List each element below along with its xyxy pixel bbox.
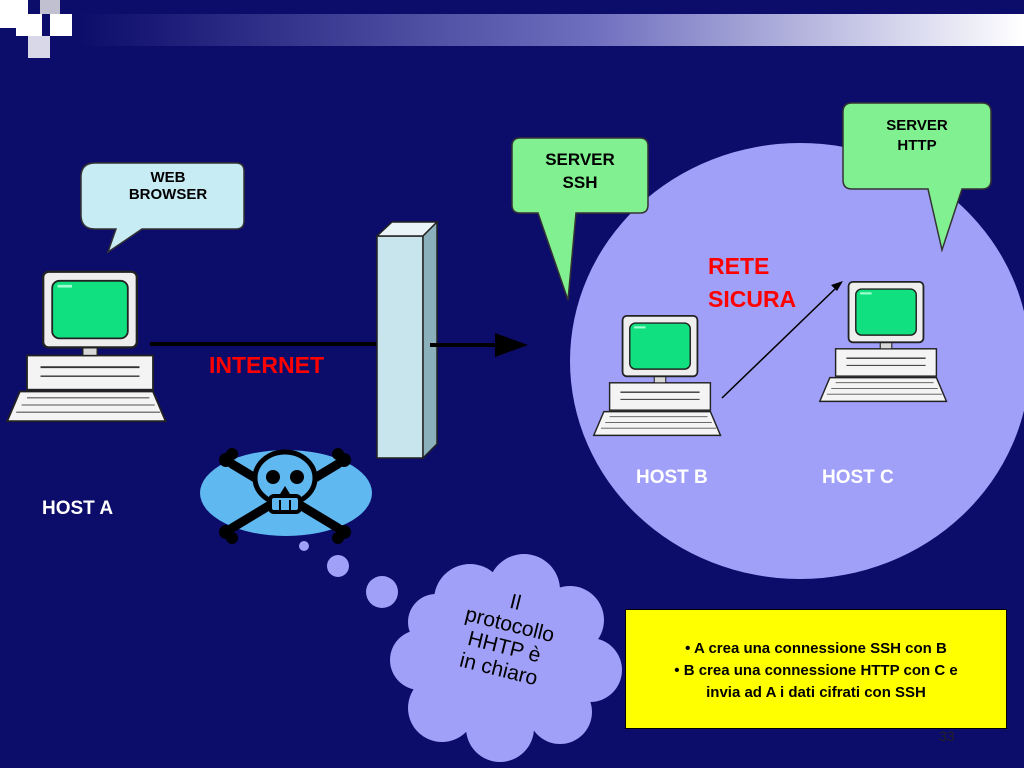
- info-box: • A crea una connessione SSH con B • B c…: [625, 609, 1007, 729]
- web-browser-text: WEB BROWSER: [98, 169, 238, 204]
- host-c-label: HOST C: [822, 467, 894, 488]
- thought-cloud: [390, 554, 622, 762]
- rete-sicura-line2: SICURA: [708, 286, 797, 312]
- server-http-line1: SERVER: [886, 117, 948, 134]
- header-band: [0, 0, 1024, 58]
- server-http-bubble: [842, 102, 992, 253]
- web-browser-line1: WEB: [150, 169, 186, 186]
- server-ssh-line2: SSH: [562, 173, 598, 192]
- host-a-label: HOST A: [42, 498, 114, 519]
- server-ssh-line1: SERVER: [545, 150, 615, 169]
- secure-network-area: [570, 143, 1024, 579]
- info-line2: • B crea una connessione HTTP con C e: [674, 662, 958, 679]
- web-browser-line2: BROWSER: [128, 186, 208, 204]
- arrow-icon: [430, 333, 528, 357]
- info-line3: invia ad A i dati cifrati con SSH: [706, 684, 926, 701]
- server-http-line2: HTTP: [897, 137, 937, 154]
- internet-label: INTERNET: [209, 352, 324, 378]
- firewall-icon: [375, 220, 439, 460]
- rete-sicura-line1: RETE: [708, 253, 770, 279]
- host-b-label: HOST B: [636, 467, 708, 488]
- skull-crossbones-icon: [200, 448, 372, 544]
- server-ssh-text: SERVER SSH: [512, 148, 648, 194]
- web-browser-bubble: [80, 162, 245, 254]
- thought-trail: [299, 541, 398, 608]
- link-host-b-host-c: [721, 281, 843, 399]
- server-ssh-bubble: [511, 137, 649, 301]
- server-http-text: SERVER HTTP: [843, 116, 991, 156]
- host-a-computer-icon: [5, 270, 167, 423]
- page-number: 33: [939, 728, 955, 744]
- info-line1: • A crea una connessione SSH con B: [685, 640, 947, 657]
- rete-sicura-label: RETE SICURA: [708, 250, 796, 316]
